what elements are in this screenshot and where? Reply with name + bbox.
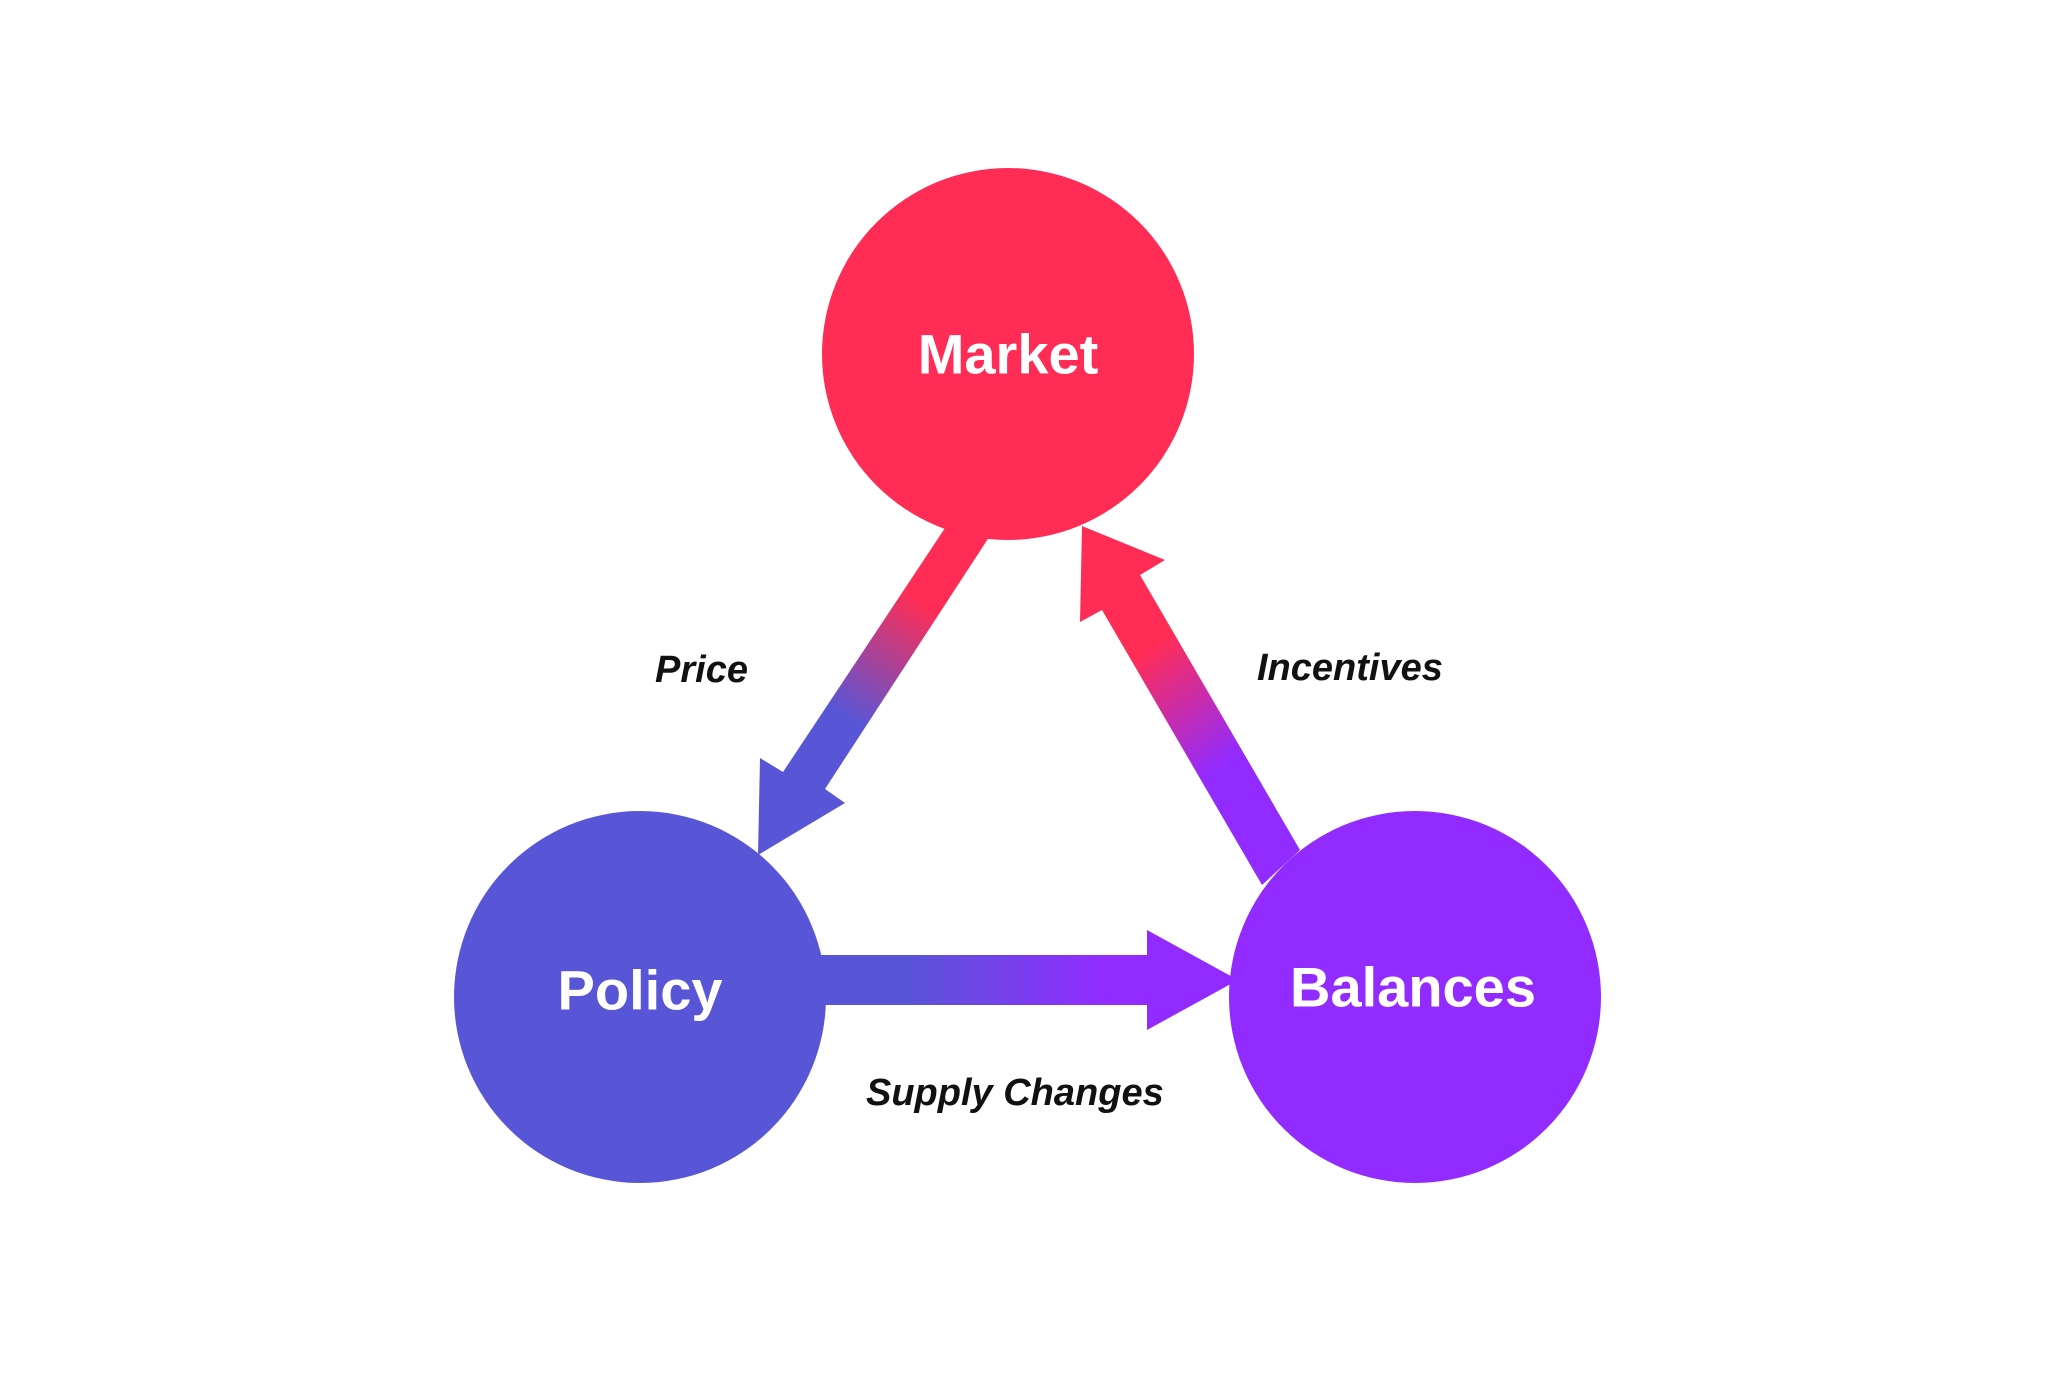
node-balances: Balances bbox=[1229, 811, 1601, 1183]
balances-label: Balances bbox=[1290, 956, 1536, 1019]
arrow-supply-changes bbox=[820, 930, 1238, 1030]
edge-label-price: Price bbox=[655, 649, 748, 691]
market-label: Market bbox=[918, 323, 1099, 386]
policy-label: Policy bbox=[558, 959, 723, 1022]
arrow-incentives bbox=[1080, 526, 1300, 885]
node-policy: Policy bbox=[454, 811, 826, 1183]
edge-label-supply-changes: Supply Changes bbox=[866, 1072, 1164, 1114]
policy-circle bbox=[454, 811, 826, 1183]
market-circle bbox=[822, 168, 1194, 540]
arrow-price bbox=[758, 528, 995, 855]
edge-label-incentives: Incentives bbox=[1257, 647, 1443, 689]
node-market: Market bbox=[822, 168, 1194, 540]
balances-circle bbox=[1229, 811, 1601, 1183]
